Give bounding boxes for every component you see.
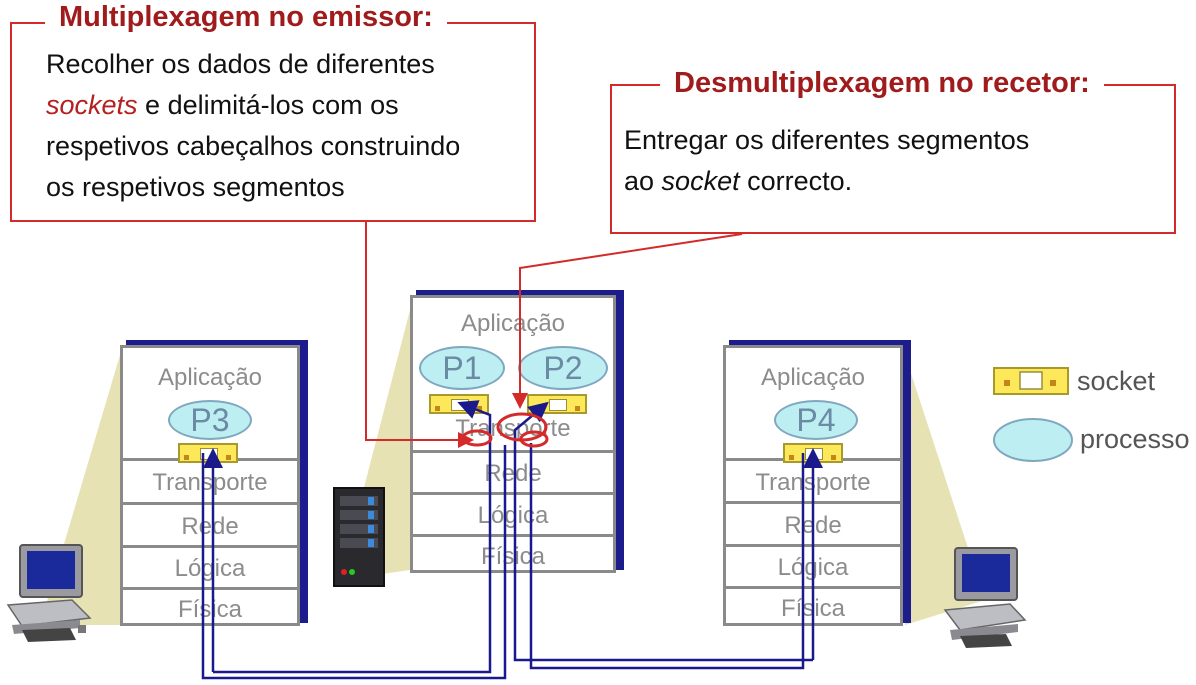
- mux-line-4: os respetivos segmentos: [46, 172, 345, 202]
- center-physical-layer: Física: [413, 534, 613, 573]
- center-host-stack: Aplicação P1 P2 Transporte Rede Lógica F…: [410, 290, 624, 573]
- left-application-label: Aplicação: [157, 364, 263, 391]
- mux-line-3: respetivos cabeçalhos construindo: [46, 131, 461, 161]
- demux-line-2: ao socket correcto.: [624, 161, 1164, 202]
- mux-line-2-rest: e delimitá-los com os: [137, 90, 399, 120]
- mux-ellipse: [461, 429, 493, 447]
- path-p3-out: [201, 445, 507, 680]
- mux-line-1: Recolher os dados de diferentes: [46, 49, 435, 79]
- center-stack-frame: Aplicação P1 P2 Transporte Rede Lógica F…: [410, 295, 616, 573]
- demux-pointer-line: [512, 233, 743, 409]
- left-physical-layer: Física: [123, 587, 297, 626]
- path-p4-to-p2: [513, 401, 813, 662]
- right-process-p4: P4: [774, 400, 858, 440]
- demux-line-1: Entregar os diferentes segmentos: [624, 125, 1030, 155]
- server-icon: [333, 487, 385, 587]
- legend-process-label: processo: [1080, 424, 1190, 454]
- demux-callout: Entregar os diferentes segmentos ao sock…: [610, 84, 1176, 234]
- center-process-p2: P2: [518, 346, 608, 390]
- demux-socket-emphasis: socket: [661, 166, 740, 196]
- demux-callout-title: Desmultiplexagem no recetor:: [660, 66, 1104, 100]
- mux-line-2: sockets e delimitá-los com os: [46, 85, 526, 126]
- left-stack-frame: Aplicação P3 Transporte Rede Lógica Físi…: [120, 345, 300, 626]
- right-application-label: Aplicação: [760, 364, 866, 391]
- demux-line-2-pre: ao: [624, 166, 662, 196]
- mux-pointer-line: [365, 222, 474, 448]
- demux-line-2-post: correcto.: [739, 166, 853, 196]
- demux-callout-body: Entregar os diferentes segmentos ao sock…: [624, 120, 1164, 202]
- legend-socket-label: socket: [1077, 366, 1156, 396]
- left-process-p3: P3: [168, 400, 252, 440]
- left-computer-icon: [6, 544, 92, 642]
- mux-callout-title: Multiplexagem no emissor:: [45, 0, 447, 34]
- left-link-layer: Lógica: [123, 545, 297, 587]
- legend-socket-icon: [993, 367, 1069, 395]
- path-p4-out: [529, 443, 805, 670]
- center-transport-layer: Transporte: [455, 415, 571, 442]
- demux-ellipse-small: [519, 430, 549, 448]
- center-process-p1: P1: [419, 346, 505, 390]
- center-application-label: Aplicação: [460, 310, 566, 337]
- mux-callout-body: Recolher os dados de diferentes sockets …: [46, 44, 526, 208]
- left-host-stack: Aplicação P3 Transporte Rede Lógica Físi…: [120, 340, 308, 626]
- path-p3-to-p1: [213, 400, 492, 674]
- mux-sockets-emphasis: sockets: [46, 90, 138, 120]
- right-computer-icon: [943, 547, 1027, 648]
- left-network-layer: Rede: [123, 502, 297, 545]
- legend-process-icon: [993, 418, 1073, 462]
- mux-callout: Recolher os dados de diferentes sockets …: [10, 22, 536, 222]
